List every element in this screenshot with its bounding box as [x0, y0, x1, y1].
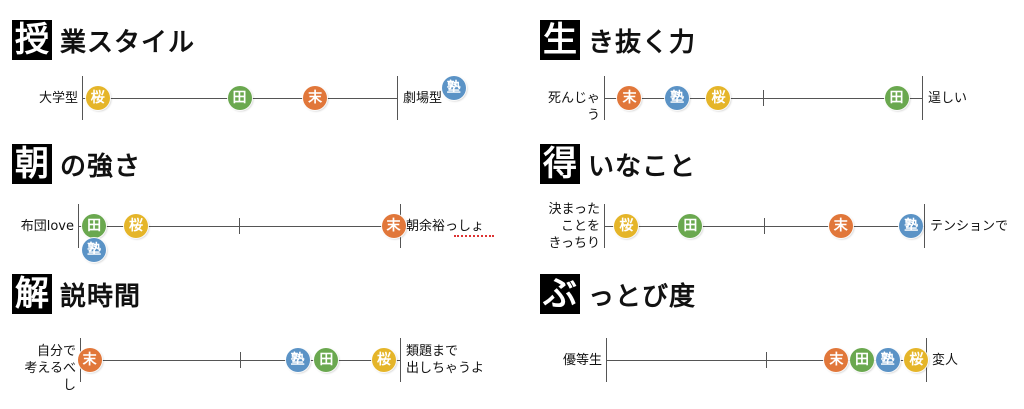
left-label: 死んじゃう	[540, 90, 600, 124]
section-header: 朝の強さ	[12, 142, 141, 186]
header-title: き抜く力	[588, 27, 697, 58]
spellcheck-underline	[454, 232, 494, 237]
header-kanji: 生	[540, 20, 580, 60]
marker-sakura: 桜	[85, 86, 110, 110]
section-kai: 解説時間自分で考えるべし 類題まで出しちゃうよ 末 塾田 桜	[12, 272, 492, 402]
right-label: 変人	[932, 352, 958, 369]
scale-mid-tick	[764, 218, 765, 234]
marker-matsu: 末	[381, 214, 406, 238]
scale-start-tick	[82, 76, 83, 120]
scale-start-tick	[604, 76, 605, 120]
marker-ta: 田	[678, 214, 703, 238]
scale-end-tick	[397, 76, 398, 120]
scale-start-tick	[78, 204, 79, 248]
left-label-line: 決まった	[548, 201, 600, 217]
marker-matsu: 末	[824, 348, 849, 372]
left-label-line: 大学型	[38, 90, 78, 106]
right-label-line: 朝余裕っしょ	[406, 218, 485, 234]
header-kanji: 朝	[12, 144, 52, 184]
scale-end-tick	[924, 204, 925, 248]
right-label-line: 類題まで	[406, 344, 459, 359]
right-label: 類題まで出しちゃうよ	[406, 343, 484, 377]
section-toku: 得いなこと決まったことをきっちり テンションで 桜 田 末 塾	[540, 142, 1024, 262]
marker-ta: 田	[314, 348, 339, 372]
header-title: の強さ	[60, 151, 142, 182]
header-kanji: ぶ	[540, 274, 580, 314]
left-label-line: ことを	[560, 218, 600, 234]
section-header: ぶっとび度	[540, 272, 696, 316]
left-label: 布団love	[21, 218, 74, 235]
header-title: 業スタイル	[60, 27, 196, 58]
scale-mid-tick	[239, 218, 240, 234]
section-header: 得いなこと	[540, 142, 696, 186]
scale-end-tick	[400, 338, 401, 382]
header-kanji: 解	[12, 274, 52, 314]
marker-matsu: 末	[617, 86, 642, 110]
left-label-line: 考えるべし	[24, 361, 76, 393]
marker-juku: 塾	[82, 238, 107, 262]
header-title: いなこと	[588, 151, 697, 182]
header-title: っとび度	[588, 281, 697, 312]
section-butto: ぶっとび度優等生 変人 末田塾桜	[540, 272, 1024, 402]
marker-matsu: 末	[77, 348, 102, 372]
marker-sakura: 桜	[904, 348, 929, 372]
scale-start-tick	[606, 338, 607, 382]
right-label: テンションで	[930, 218, 1008, 235]
marker-juku: 塾	[899, 214, 924, 238]
marker-sakura: 桜	[706, 86, 731, 110]
section-ikiru: 生き抜く力死んじゃう 逞しい 末塾桜 田	[540, 18, 1024, 128]
left-label: 決まったことをきっちり	[549, 201, 600, 252]
marker-juku: 塾	[441, 76, 466, 100]
marker-ta: 田	[227, 86, 252, 110]
right-label: 朝余裕っしょ	[406, 218, 484, 235]
section-jugyo: 授業スタイル大学型 劇場型 桜 田 末 塾	[12, 18, 492, 128]
marker-matsu: 末	[303, 86, 328, 110]
section-asa: 朝の強さ布団love 朝余裕っしょ 田桜 末塾	[12, 142, 494, 262]
scale-start-tick	[604, 204, 605, 248]
left-label-line: 死んじゃう	[547, 90, 600, 123]
marker-sakura: 桜	[372, 348, 396, 372]
right-label-line: テンションで	[930, 218, 1009, 234]
scale-end-tick	[922, 76, 923, 120]
scale-mid-tick	[763, 90, 764, 106]
marker-sakura: 桜	[123, 214, 148, 238]
right-label-line: 出しちゃうよ	[406, 361, 485, 376]
marker-juku: 塾	[285, 348, 310, 372]
marker-ta: 田	[850, 348, 874, 372]
right-label-line: 変人	[932, 352, 959, 368]
left-label: 優等生	[563, 352, 602, 369]
left-label-line: 優等生	[562, 352, 602, 368]
left-label-line: きっちり	[548, 235, 600, 251]
left-label-line: 自分で	[36, 344, 76, 359]
right-label-line: 逞しい	[928, 90, 968, 106]
marker-juku: 塾	[875, 348, 900, 372]
marker-ta: 田	[884, 86, 909, 110]
marker-sakura: 桜	[614, 214, 639, 238]
section-header: 授業スタイル	[12, 18, 195, 62]
section-header: 解説時間	[12, 272, 141, 316]
header-kanji: 得	[540, 144, 580, 184]
left-label-line: 布団love	[20, 218, 74, 234]
marker-matsu: 末	[828, 214, 853, 238]
right-label-line: 劇場型	[403, 90, 443, 106]
section-header: 生き抜く力	[540, 18, 696, 62]
right-label: 劇場型	[403, 90, 442, 107]
marker-ta: 田	[82, 214, 107, 238]
left-label: 自分で考えるべし	[12, 343, 76, 394]
header-kanji: 授	[12, 20, 52, 60]
marker-juku: 塾	[665, 86, 690, 110]
scale-mid-tick	[766, 352, 767, 368]
header-title: 説時間	[60, 281, 142, 312]
scale-mid-tick	[240, 352, 241, 368]
left-label: 大学型	[39, 90, 78, 107]
right-label: 逞しい	[928, 90, 967, 107]
